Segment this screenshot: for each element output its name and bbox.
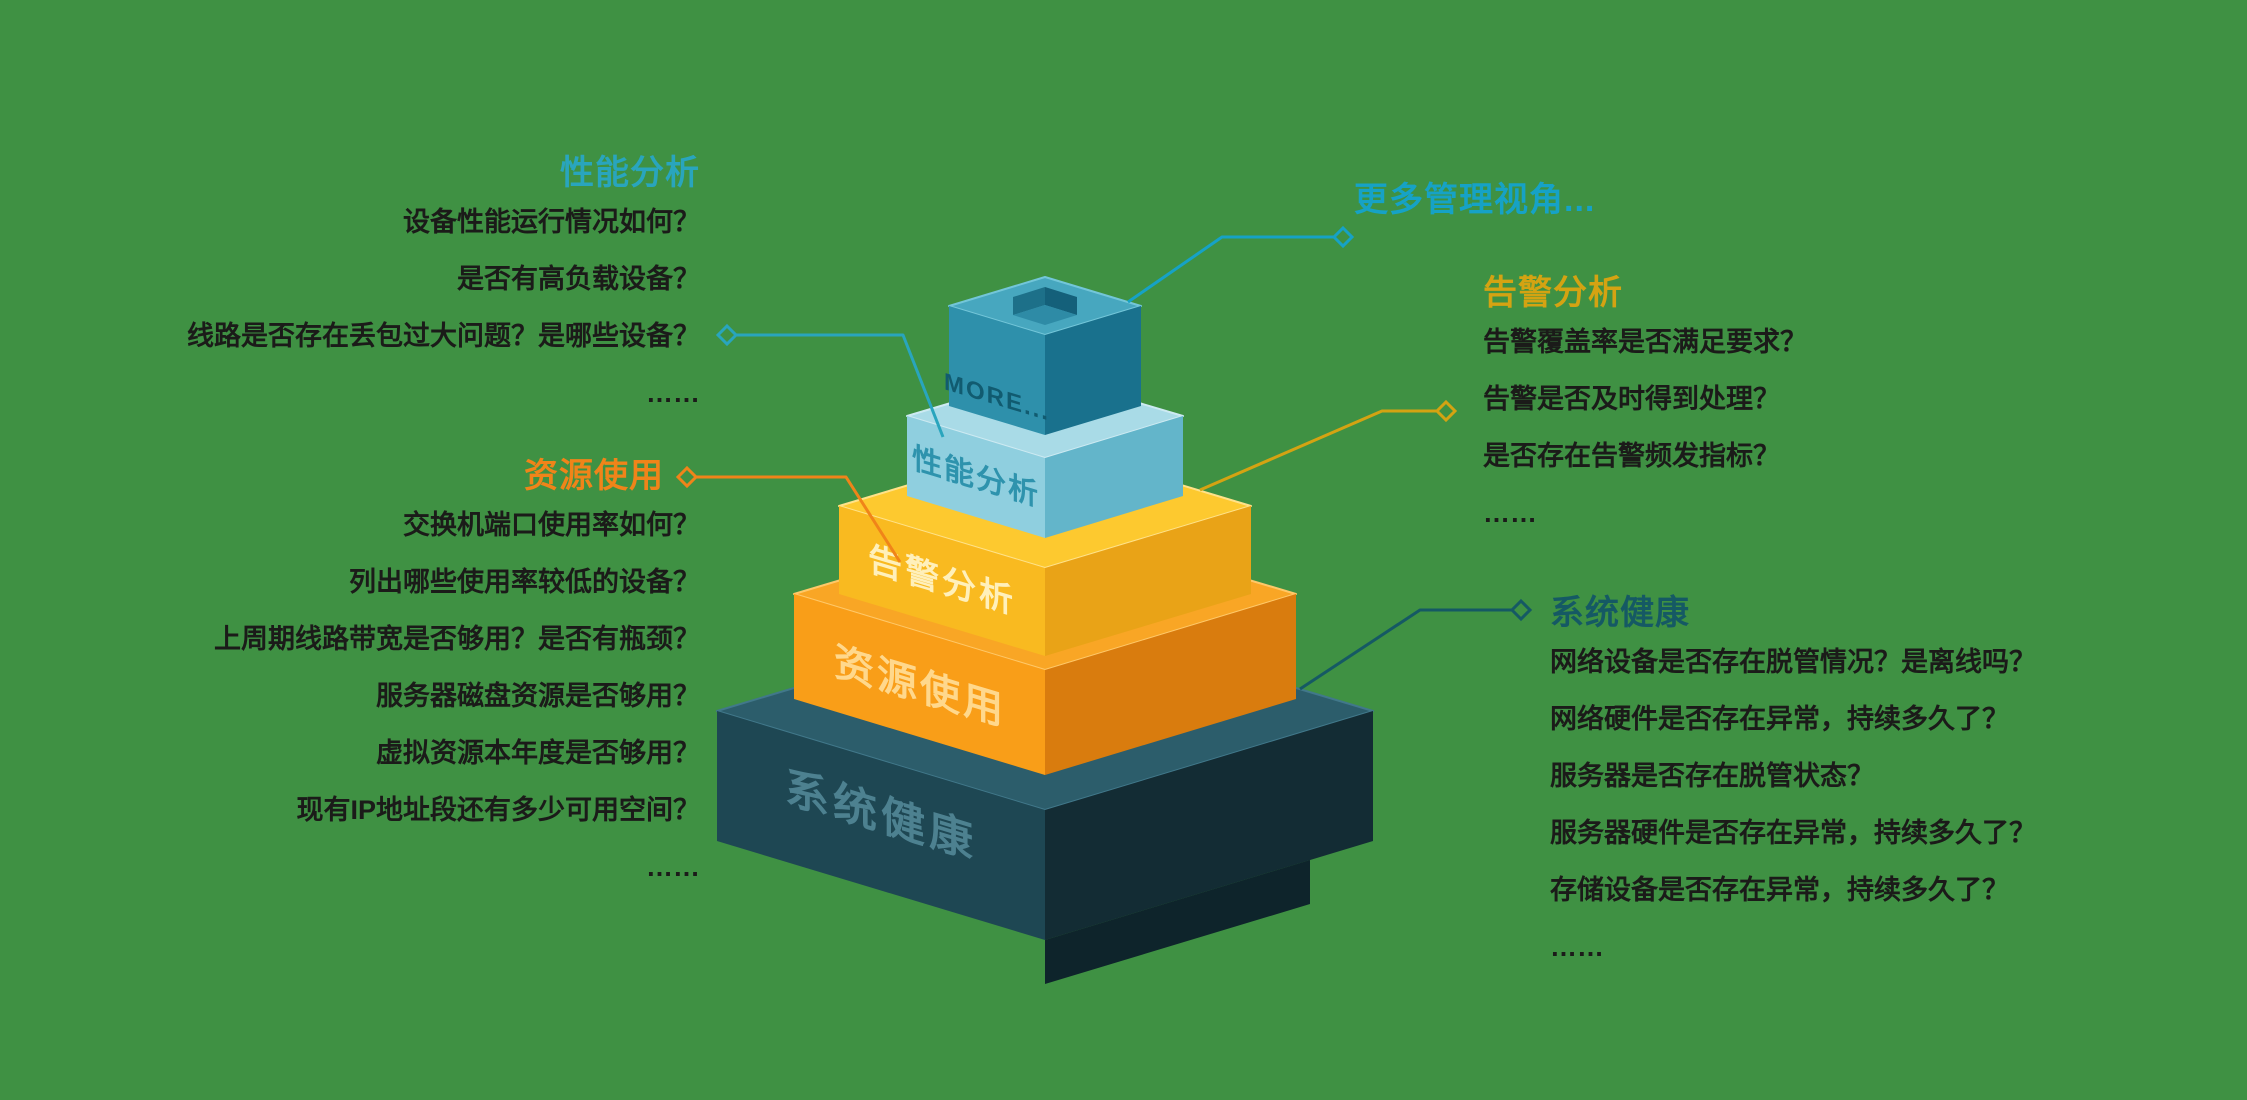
layer-left-face bbox=[717, 711, 1045, 940]
diamond-marker-resource bbox=[675, 465, 699, 489]
pyramid-layer-more: MORE... bbox=[944, 276, 1142, 435]
annotation-line: …… bbox=[1483, 498, 1537, 528]
annotation-performance: 性能分析 设备性能运行情况如何？ 是否有高负载设备？ 线路是否存在丢包过大问题？… bbox=[187, 152, 700, 422]
annotation-line: 服务器磁盘资源是否够用？ bbox=[376, 681, 700, 711]
annotation-title-alarm: 告警分析 bbox=[1483, 274, 1623, 312]
annotation-line: 服务器硬件是否存在异常，持续多久了？ bbox=[1550, 818, 2036, 848]
annotation-line: 虚拟资源本年度是否够用？ bbox=[376, 738, 700, 768]
annotation-line: 网络硬件是否存在异常，持续多久了？ bbox=[1550, 704, 2009, 734]
layer-right-face bbox=[1045, 416, 1183, 538]
layer-right-face bbox=[1045, 506, 1251, 656]
annotation-line: …… bbox=[646, 378, 700, 408]
layer-right-face bbox=[1045, 711, 1373, 940]
annotation-line: 告警覆盖率是否满足要求？ bbox=[1483, 327, 1807, 357]
annotation-line: 网络设备是否存在脱管情况？是离线吗？ bbox=[1550, 647, 2036, 677]
connector-line-performance bbox=[736, 333, 945, 438]
layer-right-face bbox=[1045, 306, 1141, 435]
diamond-marker-more bbox=[1331, 225, 1355, 249]
annotation-resource: 资源使用 交换机端口使用率如何？ 列出哪些使用率较低的设备？ 上周期线路带宽是否… bbox=[214, 455, 700, 896]
annotation-health: 系统健康 网络设备是否存在脱管情况？是离线吗？ 网络硬件是否存在异常，持续多久了… bbox=[1550, 592, 2036, 976]
annotation-line: 是否存在告警频发指标？ bbox=[1483, 441, 1780, 471]
annotation-line: 服务器是否存在脱管状态？ bbox=[1550, 761, 1874, 791]
notch-inner-wall-right bbox=[1045, 287, 1077, 315]
annotation-more: 更多管理视角... bbox=[1354, 179, 1595, 221]
layer-left-face bbox=[794, 594, 1045, 775]
notch-floor bbox=[1013, 305, 1077, 325]
annotation-line: …… bbox=[646, 852, 700, 882]
annotation-line: …… bbox=[1550, 932, 1604, 962]
annotation-title-resource: 资源使用 bbox=[524, 457, 664, 495]
layer-left-face bbox=[839, 506, 1045, 656]
annotation-line: 存储设备是否存在异常，持续多久了？ bbox=[1550, 875, 2009, 905]
annotation-line: 交换机端口使用率如何？ bbox=[403, 510, 700, 540]
layer-base-shadow bbox=[1045, 860, 1310, 984]
layer-left-face bbox=[907, 416, 1045, 538]
connector-line-health bbox=[1299, 608, 1512, 691]
diamond-marker-alarm bbox=[1434, 399, 1458, 423]
annotation-line: 是否有高负载设备？ bbox=[457, 264, 700, 294]
annotation-line: 列出哪些使用率较低的设备？ bbox=[349, 567, 700, 597]
connector-line-more bbox=[1127, 235, 1334, 304]
layer-left-face bbox=[949, 306, 1045, 435]
annotation-title-health: 系统健康 bbox=[1550, 594, 1690, 632]
diamond-marker-performance bbox=[715, 323, 739, 347]
diamond-marker-health bbox=[1509, 598, 1533, 622]
annotation-line: 告警是否及时得到处理？ bbox=[1483, 384, 1780, 414]
connector-line-alarm bbox=[1199, 409, 1437, 492]
layer-right-face bbox=[1045, 594, 1296, 775]
connector-line-resource bbox=[696, 475, 902, 563]
annotation-alarm: 告警分析 告警覆盖率是否满足要求？ 告警是否及时得到处理？ 是否存在告警频发指标… bbox=[1483, 272, 1807, 542]
annotation-line: 上周期线路带宽是否够用？是否有瓶颈？ bbox=[214, 624, 700, 654]
annotation-title-more: 更多管理视角... bbox=[1354, 181, 1596, 219]
annotation-line: 设备性能运行情况如何？ bbox=[403, 207, 700, 237]
annotation-title-performance: 性能分析 bbox=[560, 154, 700, 192]
annotation-line: 现有IP地址段还有多少可用空间？ bbox=[296, 795, 700, 825]
notch-inner-wall-left bbox=[1013, 287, 1045, 315]
annotation-line: 线路是否存在丢包过大问题？是哪些设备？ bbox=[187, 321, 700, 351]
